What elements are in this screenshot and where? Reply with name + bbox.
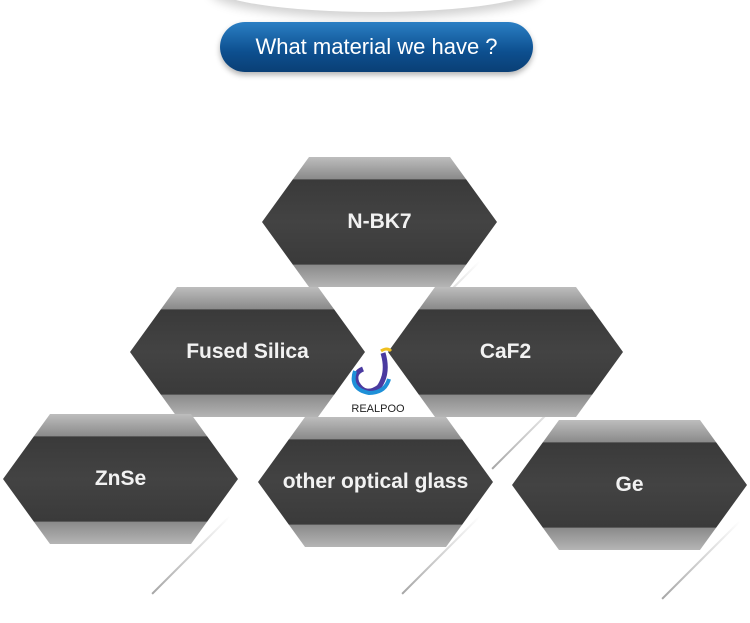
- material-ge: Ge: [512, 420, 747, 550]
- top-arc: [210, 0, 540, 12]
- material-caf2: CaF2: [388, 287, 623, 417]
- header-banner: What material we have ?: [220, 22, 533, 72]
- hexagon-shape: [262, 157, 497, 287]
- hexagon-shape: [130, 287, 365, 417]
- material-label: CaF2: [479, 340, 532, 363]
- hexagon-shape: [258, 417, 493, 547]
- hexagon-shape: [3, 414, 238, 544]
- header-title: What material we have ?: [255, 34, 498, 59]
- material-n-bk7: N-BK7: [262, 157, 497, 287]
- material-label: Ge: [615, 473, 644, 496]
- realpoo-logo: REALPOO: [343, 345, 413, 415]
- material-label: Fused Silica: [186, 340, 309, 363]
- hexagon-shape: [512, 420, 747, 550]
- material-label: N-BK7: [347, 210, 412, 233]
- material-label: other optical glass: [282, 470, 469, 493]
- material-other-optical-glass: other optical glass: [258, 417, 493, 547]
- logo-icon: [351, 347, 393, 396]
- material-fused-silica: Fused Silica: [130, 287, 365, 417]
- hexagon-shape: [388, 287, 623, 417]
- material-label: ZnSe: [94, 467, 147, 490]
- material-znse: ZnSe: [3, 414, 238, 544]
